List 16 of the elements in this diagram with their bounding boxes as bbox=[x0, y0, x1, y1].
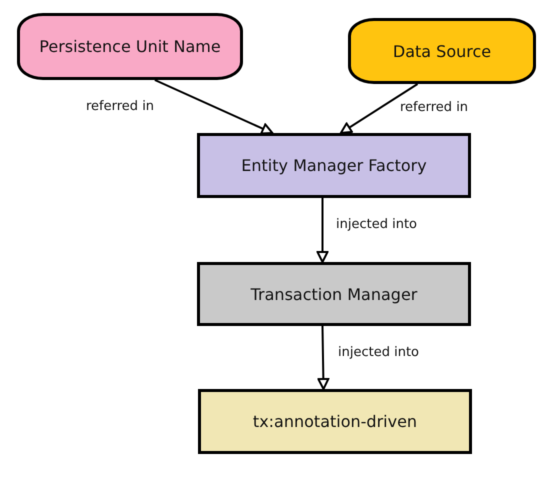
box-label: Entity Manager Factory bbox=[241, 156, 427, 175]
box-label: tx:annotation-driven bbox=[252, 412, 418, 431]
edge-label: injected into bbox=[336, 345, 421, 360]
rounded-box bbox=[348, 18, 536, 84]
arrow bbox=[317, 326, 330, 390]
box-label: Persistence Unit Name bbox=[39, 37, 221, 56]
box-label: Data Source bbox=[392, 42, 492, 60]
rounded-box bbox=[17, 13, 243, 80]
edge-label: injected into bbox=[334, 217, 419, 232]
arrow bbox=[340, 83, 418, 134]
arrow bbox=[316, 198, 328, 263]
box-label: Transaction Manager bbox=[250, 284, 418, 304]
arrow bbox=[154, 79, 274, 134]
process-box bbox=[197, 262, 471, 326]
process-box bbox=[198, 389, 472, 454]
process-box bbox=[197, 133, 471, 198]
